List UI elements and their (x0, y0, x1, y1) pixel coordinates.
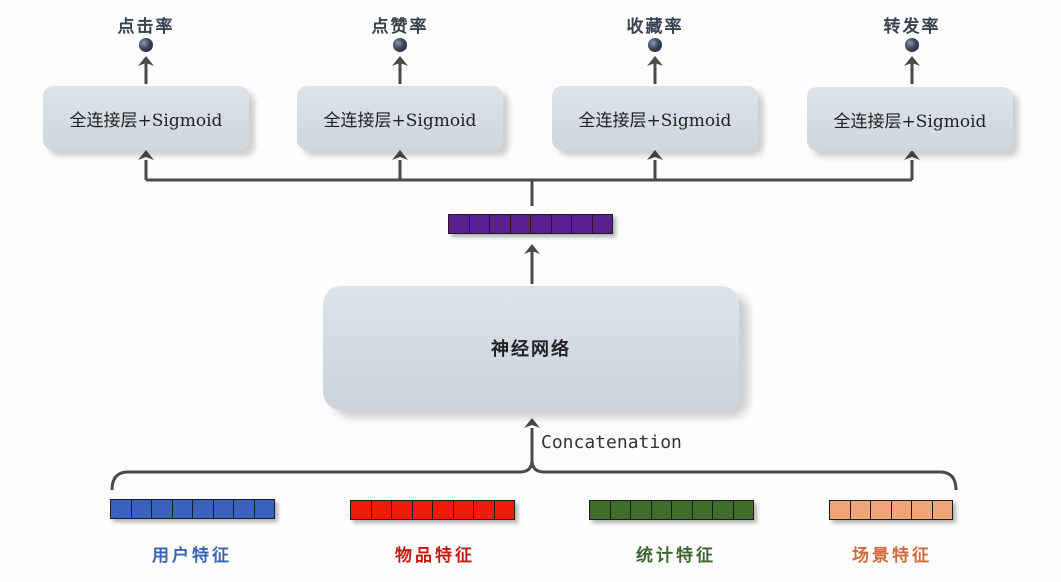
arrowhead (524, 418, 540, 428)
arrowhead (647, 56, 663, 66)
user-feature-label: 用户特征 (152, 546, 232, 566)
arrowhead (524, 244, 540, 254)
vector-cell (131, 500, 152, 518)
neural-network-label: 神经网络 (491, 339, 571, 360)
arrowhead (392, 56, 408, 66)
fc-sigmoid-box-ctr: 全连接层+Sigmoid (43, 86, 249, 150)
vector-cell (469, 215, 490, 233)
vector-cell (111, 500, 132, 518)
vector-cell (551, 215, 572, 233)
item-feature-label: 物品特征 (395, 546, 475, 566)
fc-label: 全连接层+Sigmoid (69, 110, 223, 131)
vector-cell (692, 501, 713, 519)
concatenation-label: Concatenation (541, 432, 682, 453)
vector-cell (490, 215, 511, 233)
vector-cell (213, 500, 234, 518)
vector-cell (193, 500, 214, 518)
vector-cell (932, 501, 952, 519)
vector-cell (610, 501, 631, 519)
fc-label: 全连接层+Sigmoid (833, 111, 987, 132)
vector-cell (871, 501, 892, 519)
vector-cell (494, 501, 514, 519)
vector-cell (830, 501, 851, 519)
vector-cell (392, 501, 413, 519)
user-feature-vector (110, 499, 275, 519)
vector-cell (433, 501, 454, 519)
arrowhead (138, 150, 154, 160)
vector-cell (672, 501, 693, 519)
arrowhead (392, 150, 408, 160)
output-node (393, 38, 407, 52)
vector-cell (152, 500, 173, 518)
output-node (139, 38, 153, 52)
vector-cell (371, 501, 392, 519)
arrowhead (138, 56, 154, 66)
arrowhead (904, 150, 920, 160)
output-label-collect: 收藏率 (626, 17, 684, 37)
output-node (648, 38, 662, 52)
shared-embedding-vector (448, 214, 613, 234)
vector-cell (592, 215, 612, 233)
vector-cell (449, 215, 470, 233)
context-feature-vector (829, 500, 953, 520)
vector-cell (572, 215, 593, 233)
vector-cell (651, 501, 672, 519)
fc-label: 全连接层+Sigmoid (578, 110, 732, 131)
output-label-ctr: 点击率 (117, 17, 175, 37)
vector-cell (254, 500, 274, 518)
output-label-share: 转发率 (883, 17, 941, 37)
fc-sigmoid-box-like: 全连接层+Sigmoid (297, 86, 503, 150)
output-label-like: 点赞率 (371, 17, 429, 37)
neural-network-box: 神经网络 (323, 286, 739, 410)
stat-feature-vector (589, 500, 754, 520)
vector-cell (172, 500, 193, 518)
vector-cell (474, 501, 495, 519)
vector-cell (453, 501, 474, 519)
vector-cell (631, 501, 652, 519)
concat-brace (110, 459, 958, 491)
fc-label: 全连接层+Sigmoid (323, 110, 477, 131)
arrowhead (647, 150, 663, 160)
vector-cell (510, 215, 531, 233)
item-feature-vector (350, 500, 515, 520)
vector-cell (912, 501, 933, 519)
vector-cell (713, 501, 734, 519)
fc-sigmoid-box-share: 全连接层+Sigmoid (807, 87, 1013, 151)
vector-cell (351, 501, 372, 519)
context-feature-label: 场景特征 (852, 546, 932, 566)
vector-cell (891, 501, 912, 519)
stat-feature-label: 统计特征 (636, 546, 716, 566)
vector-cell (412, 501, 433, 519)
fc-sigmoid-box-collect: 全连接层+Sigmoid (552, 86, 758, 150)
arrowhead (904, 56, 920, 66)
output-node (905, 38, 919, 52)
vector-cell (733, 501, 753, 519)
vector-cell (234, 500, 255, 518)
vector-cell (531, 215, 552, 233)
vector-cell (590, 501, 611, 519)
vector-cell (850, 501, 871, 519)
